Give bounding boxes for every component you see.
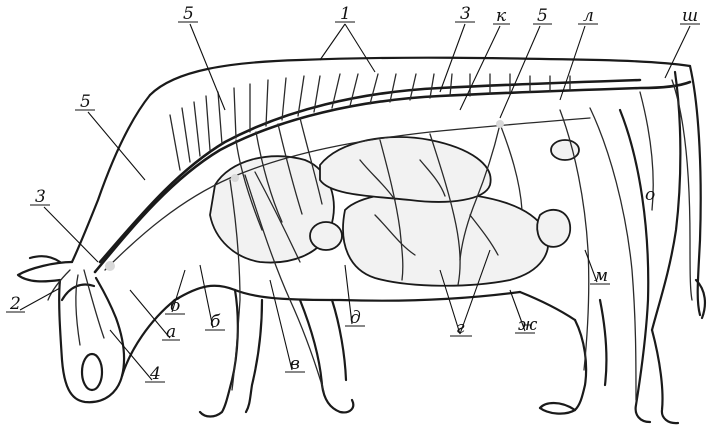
label-d: д [350, 308, 361, 328]
ganglion-node [496, 120, 504, 128]
ganglion-node [105, 261, 115, 271]
label-b-left: б [170, 296, 181, 316]
label-v: в [290, 354, 300, 374]
label-sh: ш [682, 6, 698, 26]
leader-lines [6, 22, 700, 382]
label-1: 1 [340, 4, 351, 24]
label-3-head: 3 [35, 187, 46, 207]
stomach-upper [320, 137, 491, 202]
label-5-neck: 5 [80, 92, 91, 112]
label-l: л [583, 6, 594, 26]
label-a: а [166, 322, 176, 342]
heart-region [310, 222, 342, 250]
label-g: г [456, 318, 465, 338]
internal-organs [210, 137, 579, 286]
label-3-back: 3 [460, 4, 471, 24]
label-2: 2 [9, 294, 21, 314]
rumen [343, 192, 548, 286]
label-b-right: б [210, 312, 221, 332]
ganglion-node [231, 174, 239, 182]
label-4: 4 [149, 364, 161, 384]
label-m: м [594, 266, 608, 286]
label-k: к [496, 6, 507, 26]
label-5-top: 5 [183, 4, 194, 24]
label-o: о [645, 185, 655, 205]
label-5-back: 5 [537, 6, 548, 26]
label-zh: ж [518, 315, 538, 335]
intestine-coil [537, 210, 570, 247]
